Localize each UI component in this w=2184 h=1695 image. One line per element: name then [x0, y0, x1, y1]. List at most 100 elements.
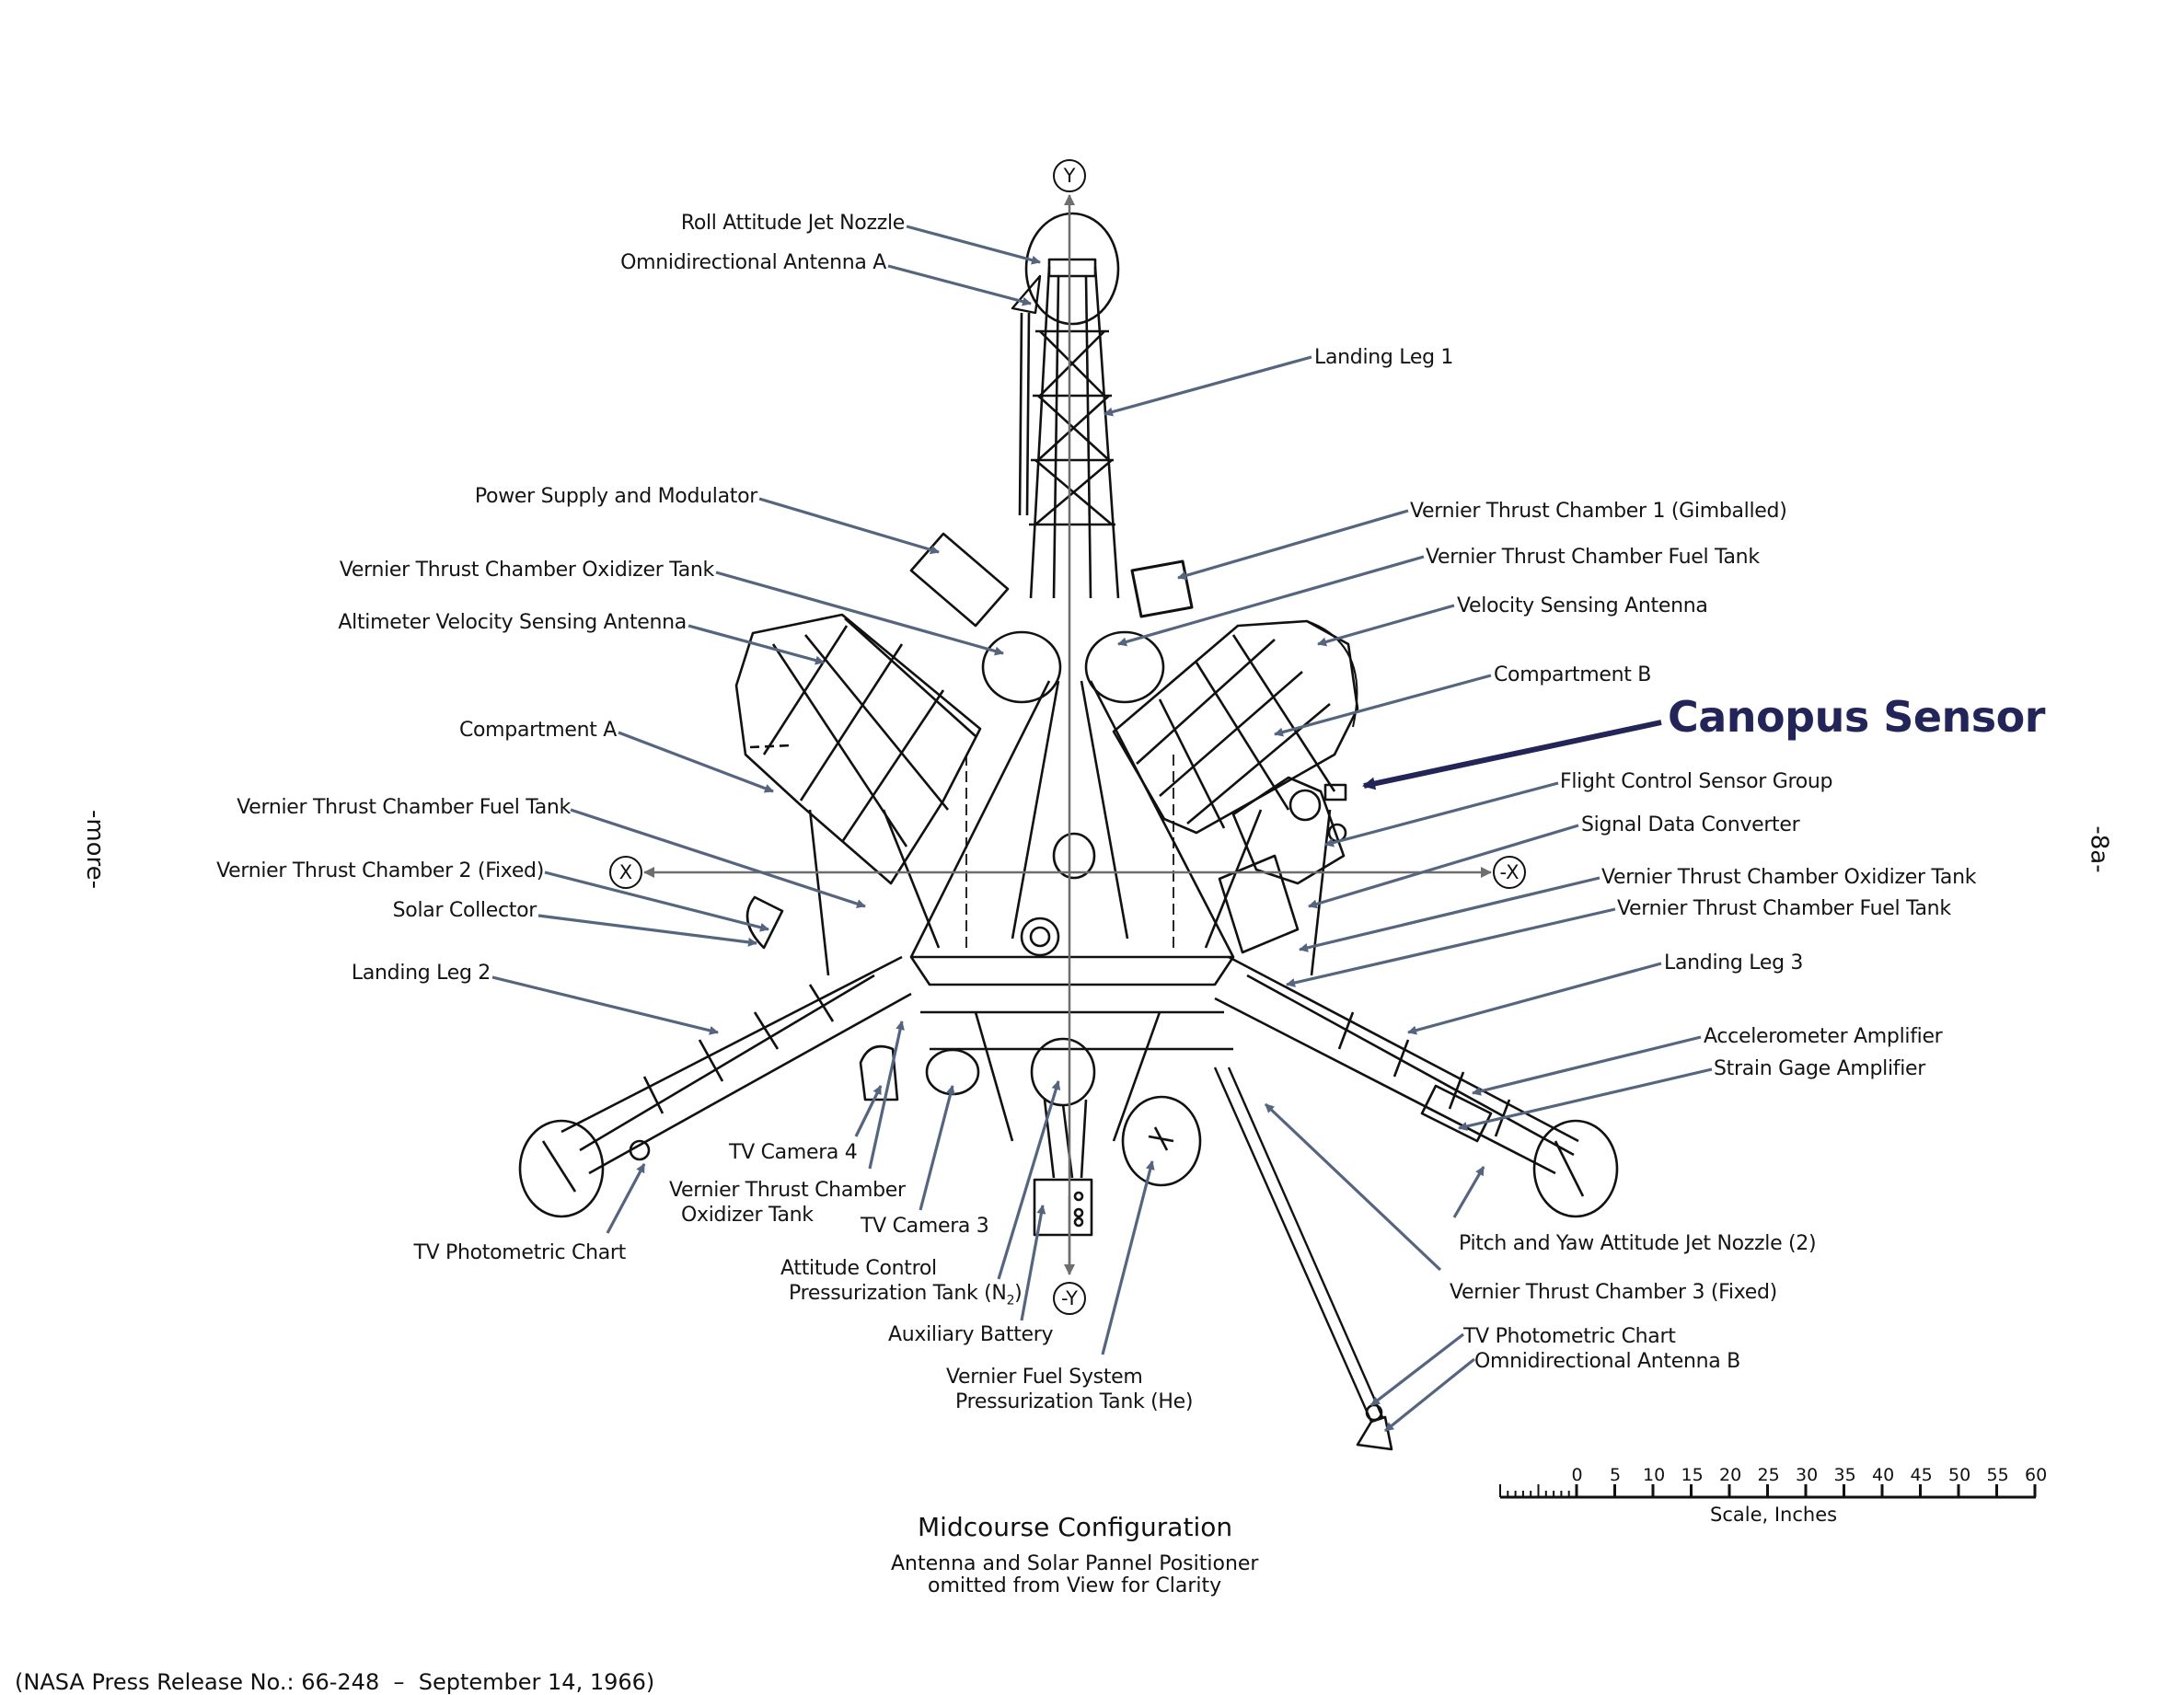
lower-components — [859, 1010, 1393, 1451]
label-vernier-fuel-system-2: Pressurization Tank (He) — [955, 1390, 1194, 1413]
axis-tag-x: X — [609, 856, 642, 889]
label-tv-camera-3: TV Camera 3 — [861, 1215, 989, 1238]
leader-vernier-fuel-he — [1101, 1160, 1155, 1355]
auxiliary-battery — [1033, 1178, 1093, 1237]
scale-caption: Scale, Inches — [1710, 1504, 1838, 1526]
label-canopus-sensor: Canopus Sensor — [1668, 692, 2045, 742]
label-roll-attitude-jet-nozzle: Roll Attitude Jet Nozzle — [680, 212, 905, 235]
scale-tick-label: 30 — [1796, 1465, 1819, 1485]
label-attitude-subscript: 2 — [1006, 1293, 1015, 1309]
label-altimeter-velocity-antenna: Altimeter Velocity Sensing Antenna — [338, 611, 687, 634]
compartment-b — [1112, 619, 1359, 835]
label-vtc-fuel-tank-left: Vernier Thrust Chamber Fuel Tank — [237, 796, 571, 819]
axis-tag-neg-y: -Y — [1053, 1282, 1086, 1315]
leader-compartment-a — [618, 731, 774, 793]
leader-pitch-yaw — [1452, 1166, 1485, 1218]
scale-tick-label: 50 — [1948, 1465, 1971, 1485]
scale-tick-label: 25 — [1757, 1465, 1780, 1485]
label-vtc-fuel-tank-upper: Vernier Thrust Chamber Fuel Tank — [1426, 546, 1760, 569]
compartment-a — [734, 613, 982, 885]
scale-tick-label: 60 — [2025, 1465, 2048, 1485]
landing-leg-1 — [1011, 212, 1120, 599]
scale-tick-label: 10 — [1643, 1465, 1666, 1485]
label-vtc-2-fixed: Vernier Thrust Chamber 2 (Fixed) — [216, 859, 544, 882]
leader-tv-photometric-right — [1370, 1332, 1464, 1407]
scale-bar — [1499, 1484, 2037, 1499]
caption-line-1: Antenna and Solar Pannel Positioner — [891, 1552, 1259, 1575]
axis-tag-neg-x: -X — [1493, 856, 1526, 889]
leader-omni-b — [1383, 1357, 1476, 1433]
leader-tv-camera-3 — [919, 1085, 955, 1211]
spacecraft-structure — [518, 212, 1619, 1451]
label-vtc-oxidizer-bottom-1: Vernier Thrust Chamber — [669, 1179, 906, 1202]
label-attitude-control-2: Pressurization Tank (N2) — [789, 1282, 1023, 1312]
leader-power-supply — [758, 497, 940, 555]
side-text-page-number: -8a- — [2085, 825, 2113, 873]
scale-tick-label: 40 — [1872, 1465, 1895, 1485]
caption-title: Midcourse Configuration — [918, 1512, 1233, 1542]
leader-strain-gage — [1458, 1067, 1713, 1131]
leader-aux-battery — [1020, 1205, 1046, 1321]
oxidizer-tank-upper — [981, 630, 1062, 704]
label-omnidirectional-antenna-a: Omnidirectional Antenna A — [620, 251, 886, 274]
leader-lines — [491, 225, 1713, 1433]
leader-tv-photometric-left — [606, 1163, 646, 1234]
scale-tick-label: 45 — [1910, 1465, 1933, 1485]
leader-attitude-tank — [997, 1080, 1061, 1280]
leader-vtc2 — [544, 871, 769, 932]
caption-line-2: omitted from View for Clarity — [928, 1574, 1222, 1597]
leader-canopus-sensor — [1362, 720, 1662, 790]
leader-accelerometer — [1472, 1035, 1702, 1096]
label-landing-leg-1: Landing Leg 1 — [1314, 346, 1454, 369]
label-landing-leg-2: Landing Leg 2 — [351, 962, 491, 985]
label-attitude-control-2-text: Pressurization Tank (N — [789, 1282, 1007, 1305]
leader-vtc1 — [1177, 509, 1409, 581]
label-power-supply-modulator: Power Supply and Modulator — [474, 485, 757, 508]
leader-fuel-right — [1286, 907, 1616, 987]
press-release-footer: (NASA Press Release No.: 66-248 – Septem… — [15, 1669, 655, 1695]
axis-tag-y: Y — [1053, 159, 1086, 192]
scale-tick-label: 5 — [1610, 1465, 1622, 1485]
label-tv-camera-4: TV Camera 4 — [729, 1141, 858, 1164]
leader-altimeter — [688, 624, 825, 665]
central-frame — [808, 680, 1332, 986]
label-vernier-fuel-system-1: Vernier Fuel System — [946, 1366, 1143, 1389]
label-vtc-oxidizer-tank-right: Vernier Thrust Chamber Oxidizer Tank — [1601, 866, 1977, 889]
label-strain-gage-amplifier: Strain Gage Amplifier — [1714, 1057, 1925, 1080]
label-velocity-sensing-antenna: Velocity Sensing Antenna — [1457, 594, 1708, 617]
leader-tv-camera-4 — [854, 1085, 883, 1137]
label-vtc-oxidizer-tank-left: Vernier Thrust Chamber Oxidizer Tank — [339, 559, 714, 582]
scale-tick-label: 35 — [1833, 1465, 1856, 1485]
label-pitch-yaw-jet-nozzle: Pitch and Yaw Attitude Jet Nozzle (2) — [1459, 1232, 1817, 1255]
leader-omni-a — [887, 264, 1032, 306]
leader-velocity-antenna — [1317, 604, 1455, 647]
scale-tick-label: 55 — [1986, 1465, 2009, 1485]
leader-landing-leg-3 — [1407, 962, 1662, 1035]
scale-tick-label: 20 — [1719, 1465, 1742, 1485]
scale-tick-label: 0 — [1571, 1465, 1583, 1485]
landing-leg-3 — [1214, 955, 1619, 1218]
solar-collector — [745, 895, 784, 950]
label-tv-photometric-chart-left: TV Photometric Chart — [413, 1241, 626, 1264]
label-auxiliary-battery: Auxiliary Battery — [888, 1323, 1054, 1346]
landing-leg-2 — [518, 955, 912, 1218]
label-attitude-close: ) — [1014, 1282, 1023, 1305]
label-omnidirectional-antenna-b: Omnidirectional Antenna B — [1474, 1350, 1740, 1373]
side-text-more: -more- — [81, 809, 110, 890]
flight-control-sensor-group — [1231, 776, 1347, 885]
leader-solar-collector — [537, 914, 757, 947]
label-flight-control-sensor-group: Flight Control Sensor Group — [1560, 770, 1833, 793]
leader-fuel-tank-left — [570, 808, 866, 908]
label-vtc-1-gimballed: Vernier Thrust Chamber 1 (Gimballed) — [1410, 500, 1787, 523]
leader-vtc-oxidizer-bottom — [868, 1020, 905, 1170]
leader-oxidizer-right — [1299, 876, 1600, 952]
leader-roll-nozzle — [906, 225, 1041, 265]
label-accelerometer-amplifier: Accelerometer Amplifier — [1704, 1025, 1943, 1048]
label-landing-leg-3: Landing Leg 3 — [1664, 951, 1804, 974]
leader-oxidizer-tank — [715, 571, 1004, 656]
leader-compartment-b — [1274, 674, 1492, 737]
label-vtc-3-fixed: Vernier Thrust Chamber 3 (Fixed) — [1450, 1281, 1777, 1304]
label-signal-data-converter: Signal Data Converter — [1581, 813, 1800, 836]
label-vtc-oxidizer-bottom-2: Oxidizer Tank — [681, 1204, 814, 1227]
